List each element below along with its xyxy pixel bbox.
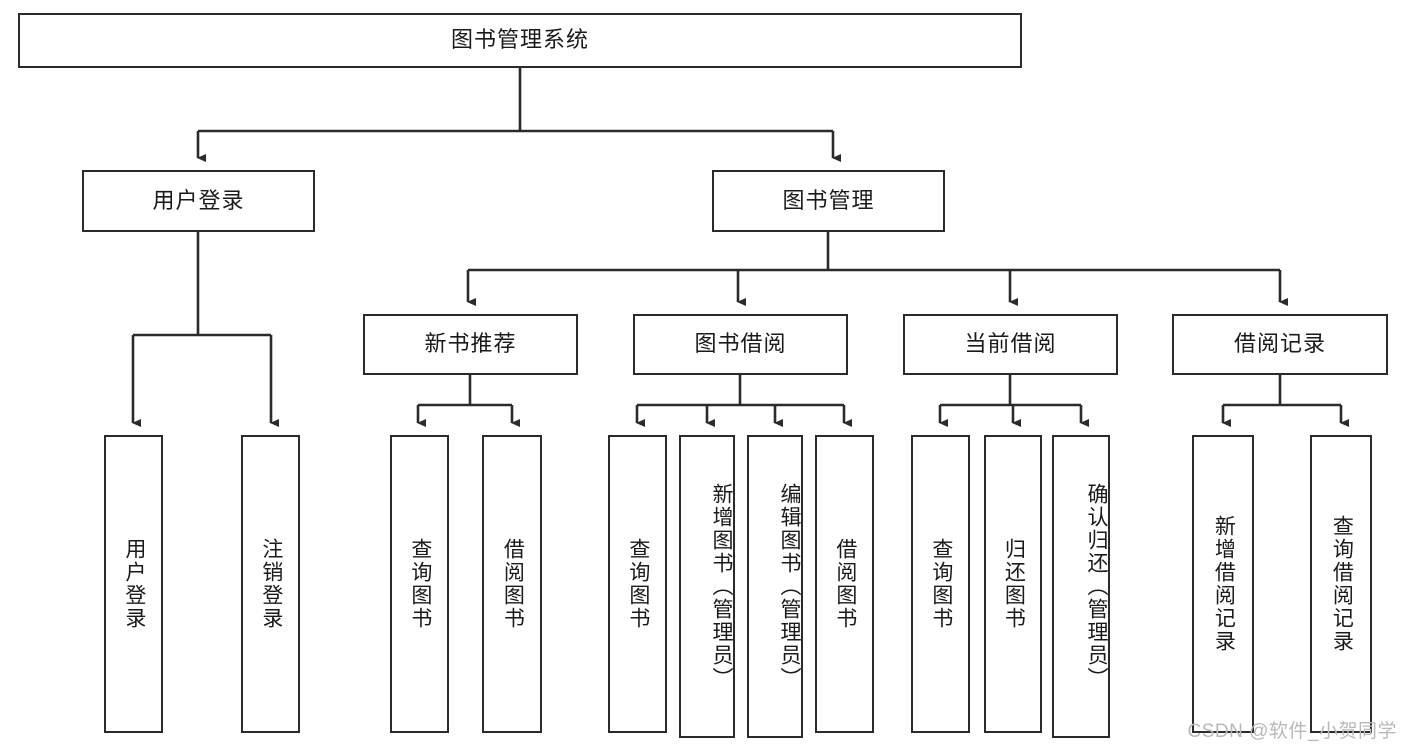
- node-root-library-system[interactable]: 图书管理系统: [18, 13, 1022, 68]
- node-borrow-record[interactable]: 借阅记录: [1172, 314, 1388, 375]
- leaf-borrow-book-recommend[interactable]: 借阅图书: [482, 435, 542, 733]
- leaf-user-login[interactable]: 用户登录: [104, 435, 163, 733]
- leaf-return-book[interactable]: 归还图书: [984, 435, 1042, 733]
- node-user-login[interactable]: 用户登录: [82, 170, 315, 232]
- leaf-confirm-return-admin[interactable]: 确认归还（管理员）: [1052, 435, 1110, 738]
- leaf-query-book-borrow[interactable]: 查询图书: [608, 435, 667, 733]
- node-label: 图书管理系统: [450, 27, 589, 53]
- node-label: 新增借阅记录: [1212, 515, 1236, 653]
- node-book-borrow[interactable]: 图书借阅: [633, 314, 848, 375]
- node-current-borrow[interactable]: 当前借阅: [903, 314, 1118, 375]
- node-label: 借阅记录: [1233, 331, 1326, 357]
- node-book-management[interactable]: 图书管理: [712, 170, 945, 232]
- node-new-book-recommend[interactable]: 新书推荐: [363, 314, 578, 375]
- leaf-query-borrow-record[interactable]: 查询借阅记录: [1310, 435, 1372, 733]
- leaf-add-book-admin[interactable]: 新增图书（管理员）: [679, 435, 735, 738]
- node-label: 用户登录: [152, 187, 245, 213]
- node-label: 图书管理: [782, 187, 875, 213]
- node-label: 图书借阅: [694, 331, 787, 357]
- node-label: 借阅图书: [833, 538, 857, 630]
- watermark-text: CSDN @软件_小贺同学: [1187, 721, 1397, 742]
- node-label: 借阅图书: [501, 538, 525, 630]
- node-label: 新增图书（管理员）: [710, 483, 733, 690]
- leaf-borrow-book[interactable]: 借阅图书: [815, 435, 874, 733]
- leaf-add-borrow-record[interactable]: 新增借阅记录: [1192, 435, 1254, 733]
- node-label: 用户登录: [122, 538, 146, 630]
- node-label: 确认归还（管理员）: [1085, 483, 1108, 690]
- leaf-user-logout[interactable]: 注销登录: [241, 435, 300, 733]
- node-label: 查询图书: [929, 538, 953, 630]
- leaf-edit-book-admin[interactable]: 编辑图书（管理员）: [747, 435, 803, 738]
- leaf-query-book-current[interactable]: 查询图书: [911, 435, 970, 733]
- node-label: 查询图书: [408, 538, 432, 630]
- leaf-query-book-recommend[interactable]: 查询图书: [390, 435, 449, 733]
- node-label: 归还图书: [1002, 538, 1026, 630]
- node-label: 查询图书: [626, 538, 650, 630]
- node-label: 查询借阅记录: [1330, 515, 1354, 653]
- node-label: 编辑图书（管理员）: [778, 483, 801, 690]
- node-label: 当前借阅: [964, 331, 1057, 357]
- node-label: 新书推荐: [424, 331, 517, 357]
- node-label: 注销登录: [259, 538, 283, 630]
